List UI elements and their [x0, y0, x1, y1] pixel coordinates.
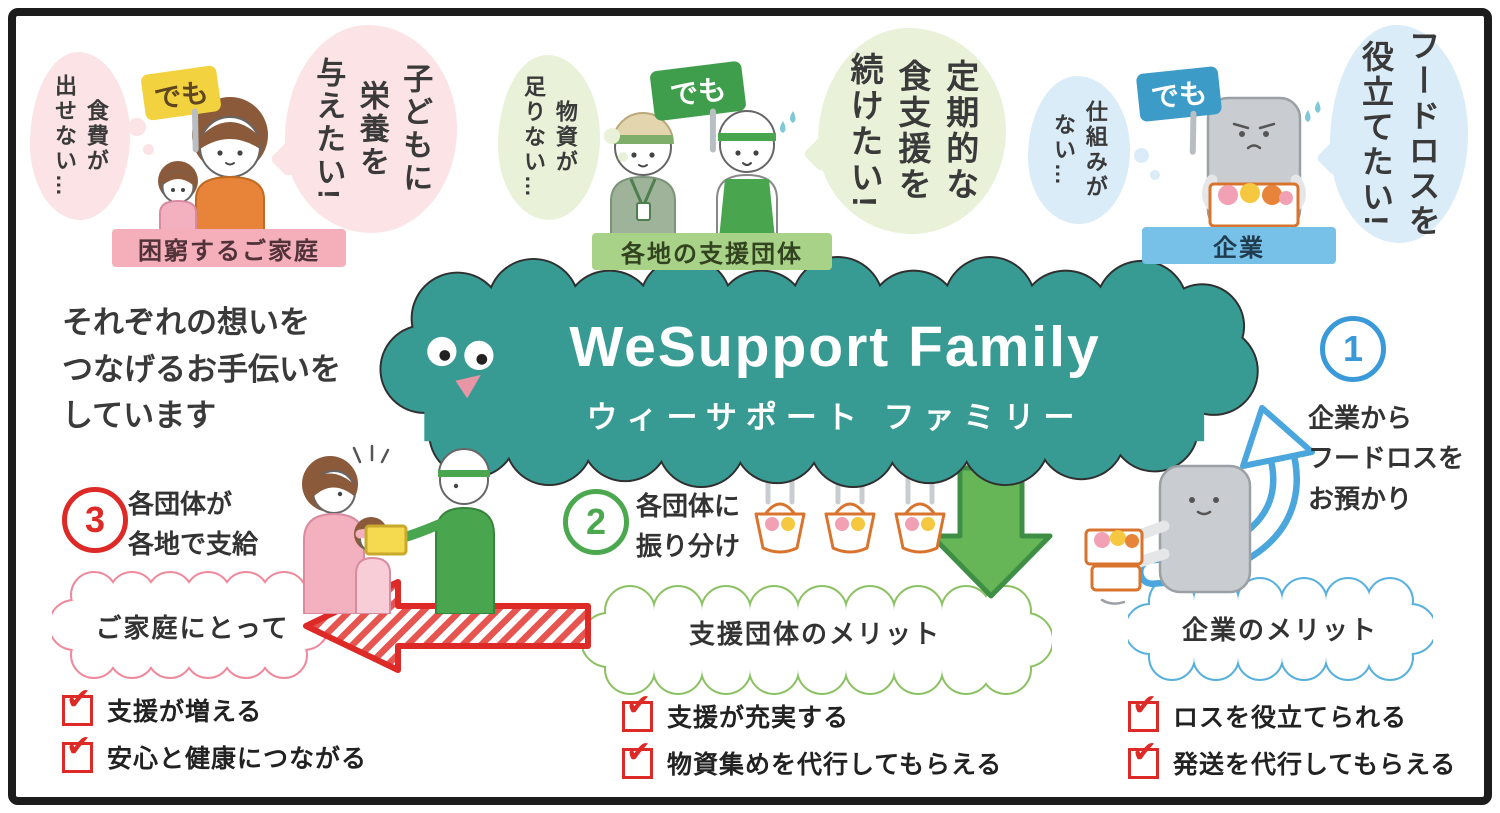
family-wish-bubble: 子どもに栄養を与えたい! — [269, 25, 457, 233]
organization-worry-text: 物資が足りない… — [521, 75, 578, 200]
step-3-text: 各団体が各地で支給 — [128, 489, 259, 560]
organization-worry-bubble: 物資が足りない… — [498, 55, 600, 220]
company-worry-bubble: 仕組みがない… — [1028, 76, 1130, 224]
thought-dot — [618, 152, 628, 162]
thought-dot — [1134, 148, 1149, 163]
organization-wish-bubble: 定期的な食支援を続けたい! — [802, 28, 1006, 234]
thought-dot — [128, 118, 146, 136]
company-worry-text: 仕組みがない… — [1051, 100, 1108, 200]
family-wish-text: 子どもに栄養を与えたい! — [311, 56, 432, 202]
mascot-beak-icon — [455, 374, 481, 399]
thought-dot — [604, 128, 620, 144]
family-benefit-heading: ご家庭にとって — [95, 613, 290, 643]
benefit-item: ✔ 支援が増える — [62, 684, 367, 728]
step-1-badge: 1 — [1320, 316, 1386, 382]
company-benefit-list: ✔ ロスを役立てられる ✔ 発送を代行してもらえる — [1128, 690, 1456, 792]
benefit-item: ✔ 安心と健康につながる — [62, 731, 367, 775]
organization-benefit-heading: 支援団体のメリット — [688, 619, 941, 649]
checkbox-icon: ✔ — [622, 690, 653, 732]
checkbox-icon: ✔ — [622, 737, 653, 779]
sign-pole — [710, 108, 717, 153]
company-wish-text: フードロスを役立てたい! — [1358, 29, 1441, 239]
family-worry-bubble: 食費が出せない… — [30, 52, 130, 220]
company-benefit-cloud — [1128, 577, 1433, 681]
checkbox-icon: ✔ — [1128, 737, 1159, 779]
family-worry-text: 食費が出せない… — [52, 73, 109, 199]
sign-pole — [1189, 110, 1197, 156]
intro-text: それぞれの想いを つなげるお手伝いを しています — [62, 305, 341, 433]
thought-dot — [1150, 170, 1160, 180]
organization-benefit-list: ✔ 支援が充実する ✔ 物資集めを代行してもらえる — [622, 690, 1002, 792]
organization-demo-label: でも — [668, 73, 728, 112]
organization-wish-text: 定期的な食支援を続けたい! — [846, 52, 979, 210]
service-title-ja: ウィーサポート ファミリー — [586, 400, 1084, 435]
company-benefit-heading: 企業のメリット — [1181, 615, 1378, 645]
family-characters-illustration — [158, 97, 268, 237]
sign-pole — [192, 108, 199, 153]
company-demo-label: でも — [1149, 77, 1209, 114]
checkbox-icon: ✔ — [1128, 690, 1159, 732]
company-wish-bubble: フードロスを役立てたい! — [1315, 25, 1468, 243]
benefit-item: ✔ 支援が充実する — [622, 690, 1002, 734]
company-scene-label: 企業 — [1142, 227, 1336, 264]
benefit-item: ✔ ロスを役立てられる — [1128, 690, 1456, 734]
company-character-illustration — [1202, 96, 1321, 232]
family-demo-label: でも — [152, 76, 211, 115]
step-2-badge: 2 — [563, 489, 629, 555]
foodloss-up-arrowhead — [1240, 405, 1315, 469]
company-demo-sign: でも — [1135, 65, 1223, 156]
family-scene-label: 困窮するご家庭 — [112, 229, 346, 267]
step-3-badge: 3 — [62, 487, 128, 553]
wesupport-cloud — [379, 256, 1259, 488]
delivery-to-family-illustration — [302, 444, 495, 614]
organization-characters-illustration — [610, 110, 796, 239]
thought-dot — [143, 144, 154, 155]
company-handover-illustration — [1084, 464, 1252, 605]
step-2-text: 各団体に振り分け — [636, 491, 741, 562]
organization-scene-label: 各地の支援団体 — [592, 233, 832, 270]
benefit-item: ✔ 物資集めを代行してもらえる — [622, 737, 1002, 781]
benefit-item: ✔ 発送を代行してもらえる — [1128, 737, 1456, 781]
checkbox-icon: ✔ — [62, 731, 93, 773]
service-title-en: WeSupport Family — [569, 315, 1101, 379]
checkbox-icon: ✔ — [62, 684, 93, 726]
family-benefit-list: ✔ 支援が増える ✔ 安心と健康につながる — [62, 684, 367, 786]
family-benefit-cloud — [52, 571, 330, 679]
step-1-text: 企業からフードロスをお預かり — [1308, 403, 1465, 514]
organization-benefit-cloud — [582, 585, 1052, 695]
